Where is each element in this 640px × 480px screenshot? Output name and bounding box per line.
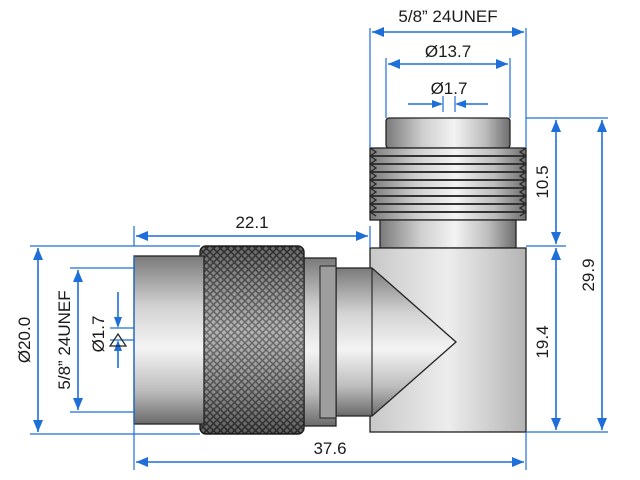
extension-lines [30, 28, 608, 470]
connector-body [133, 117, 528, 435]
top-pin-label: Ø1.7 [431, 79, 468, 98]
top-thread-ridges [368, 147, 528, 221]
plug-face [133, 255, 205, 425]
total-height-label: 29.9 [579, 258, 598, 291]
side-thread-label: 5/8” 24UNEF [55, 290, 74, 389]
length-to-body-label: 22.1 [235, 213, 268, 232]
top-height-label: 10.5 [533, 165, 552, 198]
body-height-label: 19.4 [533, 325, 552, 358]
dim-total-length: 37.6 [136, 439, 524, 467]
dimensions: 5/8” 24UNEF Ø13.7 Ø1.7 10.5 [15, 7, 608, 470]
outer-diameter-label: Ø20.0 [15, 317, 34, 363]
dim-side-pin: Ø1.7 [89, 292, 134, 368]
dim-top-height: 10.5 [533, 120, 561, 244]
dim-side-thread: 5/8” 24UNEF [55, 270, 83, 410]
top-jack [368, 117, 528, 249]
dim-body-height: 19.4 [533, 248, 561, 430]
dim-top-thread: 5/8” 24UNEF [372, 7, 524, 37]
dim-total-height: 29.9 [579, 120, 607, 430]
total-length-label: 37.6 [313, 439, 346, 458]
top-thread-label: 5/8” 24UNEF [398, 7, 497, 26]
dim-top-pin: Ø1.7 [408, 79, 488, 112]
top-diameter-label: Ø13.7 [425, 42, 471, 61]
dim-outer-diameter: Ø20.0 [15, 248, 43, 432]
side-pin-label: Ø1.7 [89, 316, 108, 353]
knurled-coupling-nut [199, 245, 305, 435]
pin-tip-icon [108, 332, 128, 347]
dim-top-diameter: Ø13.7 [388, 42, 508, 69]
dim-length-to-body: 22.1 [136, 213, 368, 241]
